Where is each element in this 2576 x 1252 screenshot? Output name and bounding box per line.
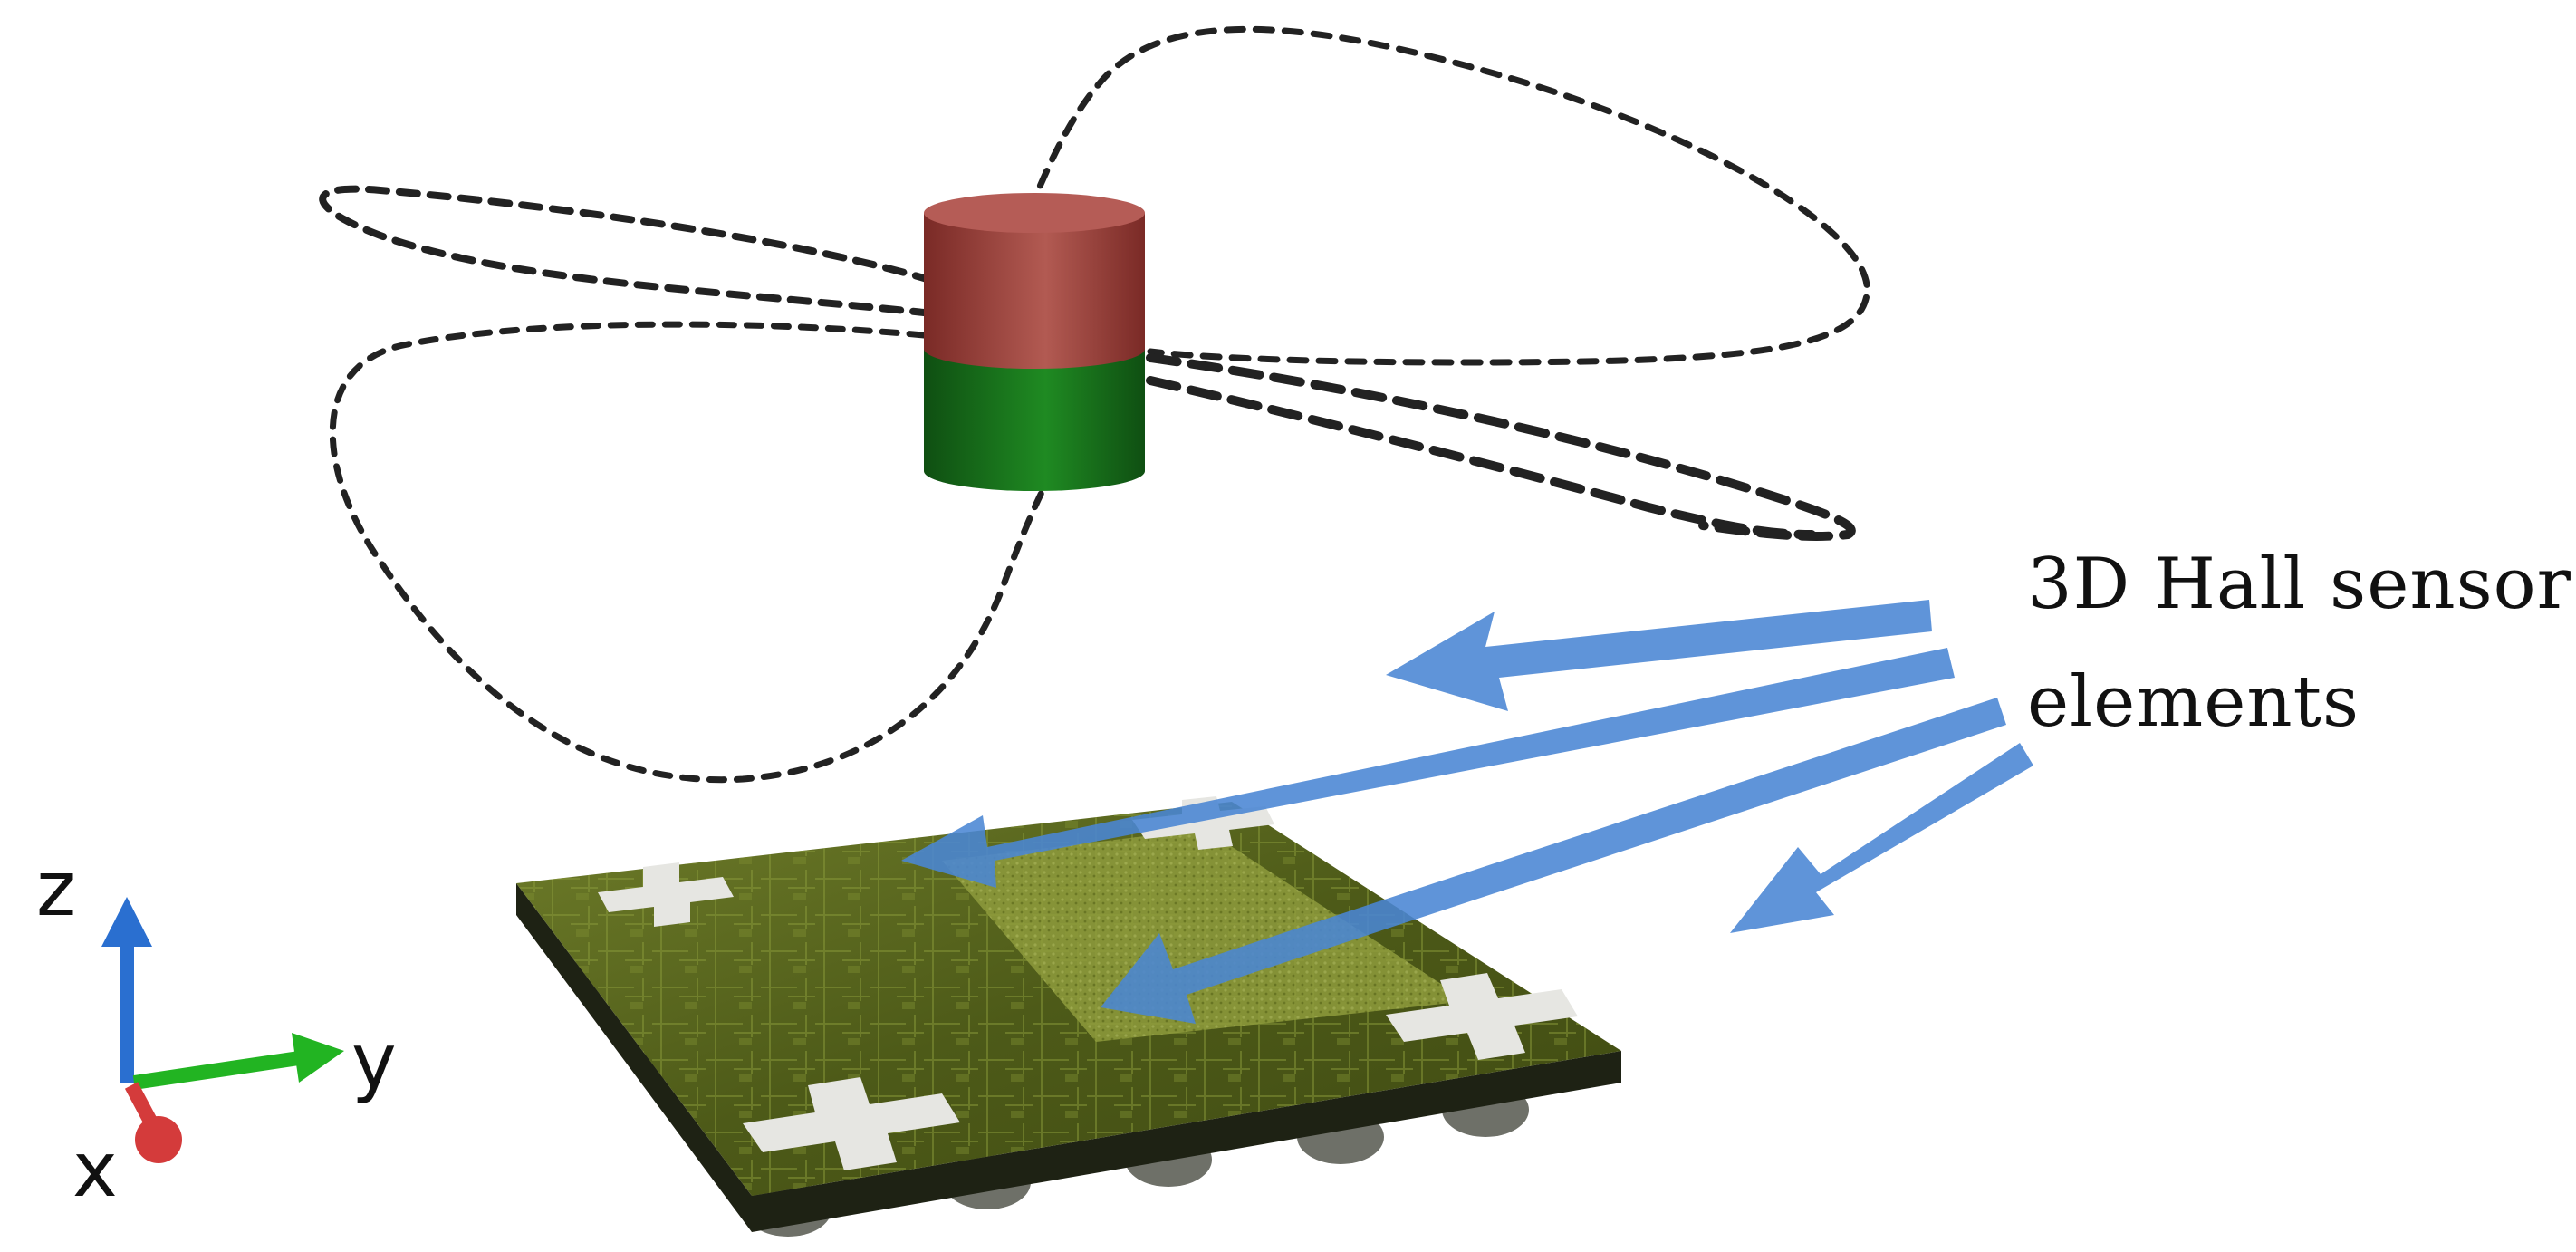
z-axis-arrowhead — [101, 897, 152, 947]
chip-sensor-area — [942, 829, 1467, 1042]
y-axis-label: y — [351, 1016, 397, 1105]
hall-sensor-chip — [516, 796, 1621, 1237]
z-axis-label: z — [36, 844, 76, 933]
magnetic-field-lines — [319, 25, 1870, 784]
cross-marker-right — [1386, 973, 1578, 1060]
cross-marker-left — [598, 862, 734, 927]
cross-marker-bottom — [743, 1077, 960, 1170]
arrow-to-top-element — [1386, 600, 1932, 711]
sensor-label-line-2: elements — [2027, 661, 2360, 743]
coordinate-axes: z y x — [36, 844, 397, 1214]
y-axis-arrowhead — [292, 1033, 344, 1083]
pointer-arrows — [901, 600, 2033, 1024]
field-line-right-lower-1 — [1146, 353, 1856, 541]
field-line-upper-right — [966, 25, 1870, 366]
arrow-to-center-element — [1101, 698, 2006, 1024]
field-line-left-bottom — [329, 321, 1063, 784]
x-axis-label: x — [72, 1125, 118, 1214]
sensor-label-line-1: 3D Hall sensor — [2027, 544, 2571, 625]
field-line-upper-left — [319, 185, 937, 316]
y-axis-line — [132, 1051, 301, 1090]
arrow-to-right-element — [1730, 743, 2033, 933]
magnet-top-cap — [924, 193, 1145, 233]
magnet-north-pole — [924, 213, 1145, 369]
chip-side — [516, 883, 1621, 1232]
x-axis-ball — [135, 1116, 182, 1163]
field-line-right-lower-2 — [1146, 376, 1816, 539]
arrow-to-left-element — [901, 648, 1955, 888]
magnet-south-pole — [924, 349, 1145, 491]
cylinder-magnet — [924, 193, 1145, 491]
